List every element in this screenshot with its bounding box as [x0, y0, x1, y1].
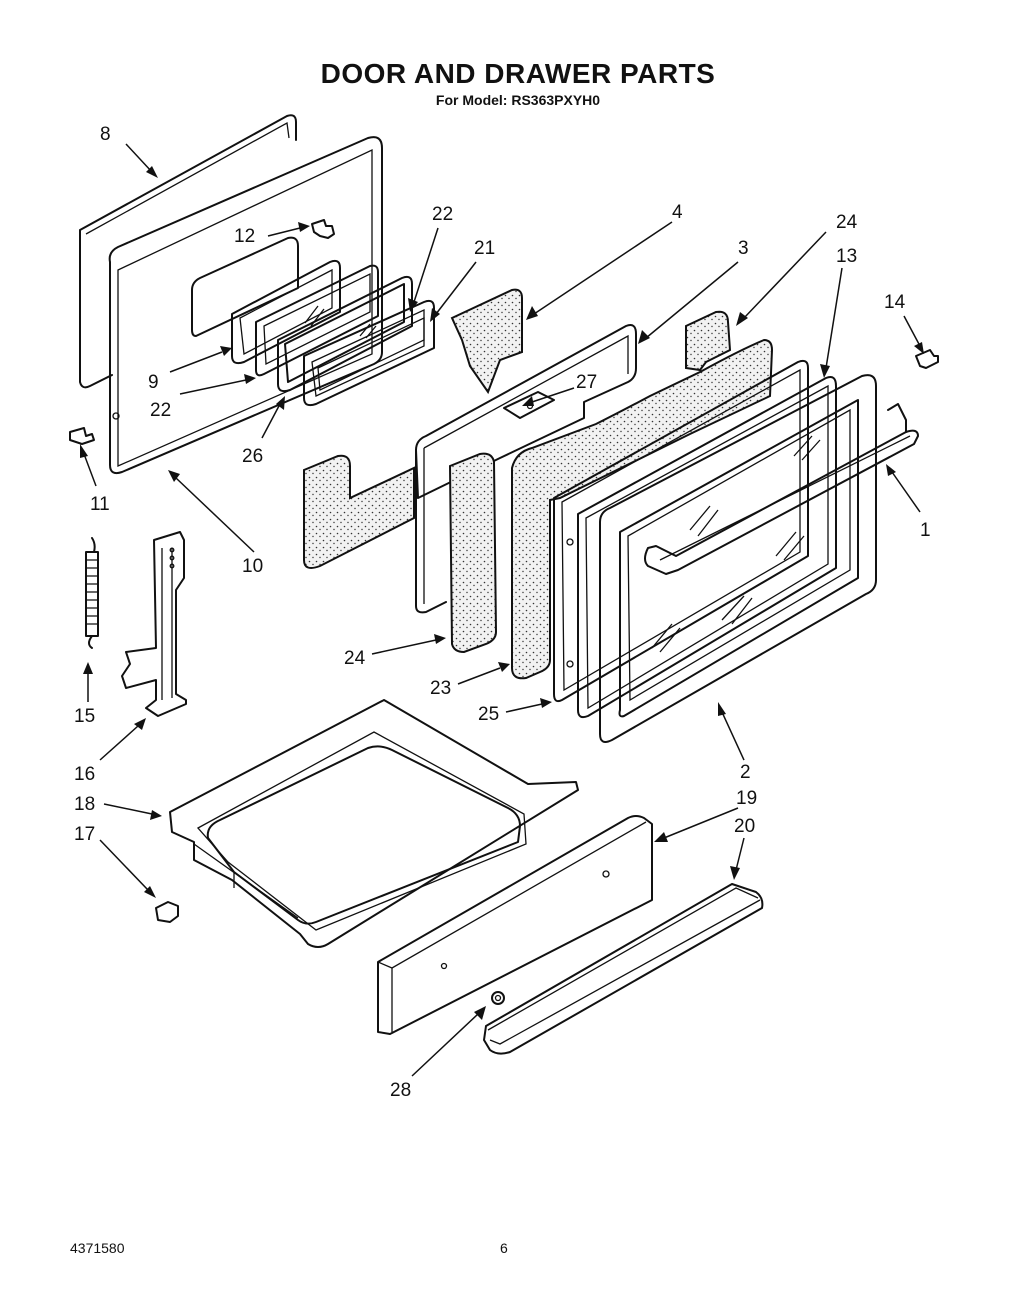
- outer-door-2-glass: [627, 408, 851, 702]
- insulation-left-lower: [303, 454, 415, 569]
- label-part-24-upper: 24: [836, 212, 858, 233]
- window-frame-9-inner: [239, 268, 333, 356]
- label-part-4: 4: [672, 202, 683, 223]
- door-seal-13-inner: [585, 384, 829, 710]
- label-part-21: 21: [474, 238, 495, 259]
- door-hinge-16-detail: [161, 548, 173, 700]
- door-gasket-8-inner: [85, 121, 290, 235]
- label-part-19: 19: [736, 788, 757, 809]
- inner-door-panel-3-lower: [415, 449, 447, 614]
- label-part-1: 1: [920, 520, 931, 541]
- label-part-12: 12: [234, 226, 255, 247]
- door-spring-15: [85, 537, 99, 649]
- glass-glare-22: [304, 305, 325, 327]
- label-part-28: 28: [390, 1080, 411, 1101]
- label-part-18: 18: [74, 794, 95, 815]
- label-part-2: 2: [740, 762, 751, 783]
- glass-pack-21-face: [311, 308, 425, 397]
- inner-glass-22-face: [263, 272, 371, 366]
- door-frame-hole-lower: [566, 660, 574, 668]
- screw-14: [915, 349, 939, 369]
- glass-pack-21-pane: [317, 316, 425, 391]
- document-number: 4371580: [70, 1240, 125, 1256]
- glass-glare-21: [359, 323, 377, 339]
- inner-door-liner-10-edge: [117, 148, 373, 467]
- door-frame-25: [553, 359, 809, 703]
- label-part-3: 3: [738, 238, 749, 259]
- liner-screw-hole: [112, 412, 120, 420]
- drawer-front-hole: [602, 870, 610, 878]
- screw-12: [311, 219, 335, 239]
- door-handle-1-end: [887, 403, 907, 433]
- insulation-strip-24: [448, 452, 498, 654]
- part-labels: 8 12 22 21 4 3 24 13 14 9 22 27 26 11 10…: [74, 124, 931, 1101]
- hinge-hole-1: [169, 547, 175, 553]
- label-part-15: 15: [74, 706, 95, 727]
- label-part-16: 16: [74, 764, 95, 785]
- label-part-11: 11: [90, 494, 110, 515]
- door-seal-13: [577, 376, 837, 719]
- leader-lines: [80, 143, 924, 1077]
- label-part-23: 23: [430, 678, 451, 699]
- label-part-22-upper: 22: [432, 204, 453, 225]
- door-frame-25-inner: [561, 368, 801, 692]
- drawer-18-side: [193, 843, 299, 919]
- outer-door-2-bezel: [618, 399, 859, 718]
- glass-pack-21: [303, 299, 435, 407]
- label-part-25: 25: [478, 704, 499, 725]
- drawer-clip-17: [155, 901, 179, 923]
- label-part-26: 26: [242, 446, 263, 467]
- label-part-27: 27: [576, 372, 597, 393]
- drawer-front-19: [377, 815, 653, 1035]
- label-part-17: 17: [74, 824, 95, 845]
- glass-gasket-26-inner: [284, 283, 405, 383]
- inner-door-panel-3-edge: [423, 334, 629, 449]
- drawer-18-rim: [196, 731, 527, 931]
- label-part-20: 20: [734, 816, 755, 837]
- drawer-18-tub: [206, 745, 521, 925]
- label-part-8: 8: [100, 124, 111, 145]
- screw-11: [69, 427, 95, 445]
- window-frame-9: [231, 259, 341, 365]
- door-frame-hole-upper: [566, 538, 574, 546]
- drawer-handle-20: [483, 883, 764, 1055]
- outer-door-glass-glare: [651, 435, 821, 653]
- fastener-28-center: [494, 994, 502, 1002]
- inner-glass-22: [255, 264, 379, 377]
- insulation-blanket-23: [511, 338, 774, 680]
- label-part-22-lower: 22: [150, 400, 171, 421]
- insulation-4: [450, 288, 523, 395]
- drawer-front-pin: [440, 962, 448, 970]
- drawer-handle-20-edge: [489, 899, 761, 1045]
- inner-door-panel-3: [415, 324, 637, 499]
- label-part-9: 9: [148, 372, 159, 393]
- model-subtitle: For Model: RS363PXYH0: [435, 92, 601, 108]
- door-gasket-8: [79, 114, 297, 389]
- door-spring-coils: [86, 559, 98, 625]
- page-title: DOOR AND DRAWER PARTS: [320, 58, 716, 89]
- hinge-hole-3: [169, 563, 175, 569]
- label-part-14: 14: [884, 292, 906, 313]
- door-hinge-16: [121, 531, 187, 717]
- label-part-24-lower: 24: [344, 648, 366, 669]
- latch-plate-27: [503, 391, 555, 419]
- door-handle-1: [644, 429, 919, 575]
- page-number: 6: [500, 1240, 508, 1256]
- door-handle-1-bar: [659, 435, 911, 561]
- inner-door-liner-10: [108, 136, 383, 475]
- drawer-18: [169, 699, 579, 948]
- outer-door-2: [599, 374, 877, 743]
- liner-window-opening: [191, 236, 299, 337]
- drawer-handle-20-top: [487, 887, 759, 1031]
- label-part-10: 10: [242, 556, 263, 577]
- insulation-strip-24-top: [685, 310, 732, 372]
- glass-gasket-26: [277, 275, 413, 393]
- hinge-hole-2: [169, 555, 175, 561]
- fastener-28: [491, 991, 505, 1005]
- label-part-13: 13: [836, 246, 857, 267]
